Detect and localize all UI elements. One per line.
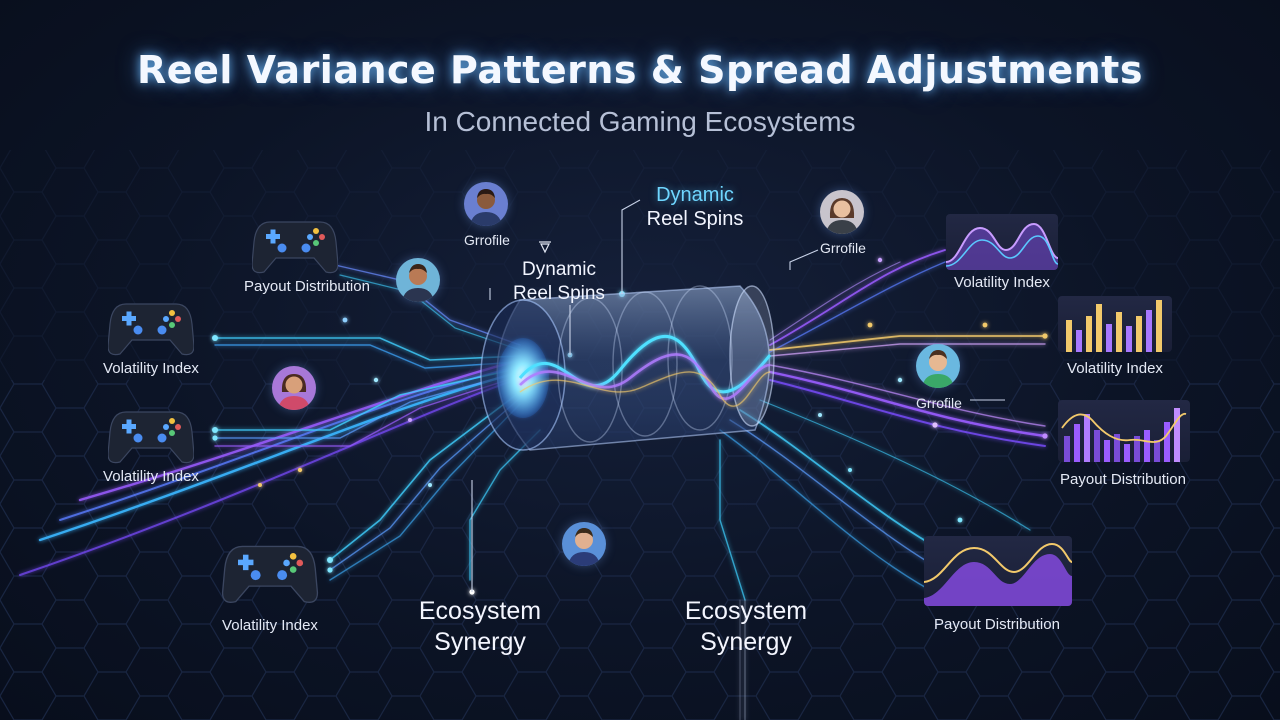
callout-top-line2: Reel Spins bbox=[646, 208, 744, 230]
bar-chart-icon bbox=[1058, 400, 1190, 462]
left-flow-lines bbox=[19, 264, 541, 581]
ecosystem-right-line1: Ecosystem bbox=[684, 597, 808, 625]
area-chart-icon bbox=[946, 214, 1058, 270]
triangle-marker-icon bbox=[540, 243, 550, 254]
callout-top-line1: Dynamic bbox=[656, 184, 734, 206]
avatar-icon bbox=[396, 258, 440, 302]
callout-ecosystem-synergy-right: Ecosystem Synergy bbox=[656, 596, 836, 658]
node-label-volatility-index: Volatility Index bbox=[103, 468, 199, 485]
ecosystem-left-line1: Ecosystem bbox=[418, 597, 542, 625]
gamepad-icon bbox=[218, 542, 322, 611]
callout-ecosystem-synergy-left: Ecosystem Synergy bbox=[390, 596, 570, 658]
callout-dynamic-reel-spins-top: Dynamic Reel Spins bbox=[630, 183, 760, 231]
ecosystem-left-line2: Synergy bbox=[434, 628, 526, 656]
node-label-volatility-index: Volatility Index bbox=[1067, 360, 1163, 377]
avatar-icon bbox=[820, 190, 864, 234]
node-label-payout-distribution: Payout Distribution bbox=[1060, 471, 1186, 488]
callout-mid-line1: Dynamic bbox=[522, 259, 596, 280]
right-flow-lines bbox=[719, 249, 1047, 720]
gamepad-icon bbox=[107, 408, 195, 471]
reel-cylinder-icon bbox=[480, 285, 775, 451]
node-label-volatility-index: Volatility Index bbox=[954, 274, 1050, 291]
page-subtitle: In Connected Gaming Ecosystems bbox=[424, 106, 856, 137]
page-title: Reel Variance Patterns & Spread Adjustme… bbox=[137, 48, 1143, 92]
gamepad-icon bbox=[251, 218, 339, 281]
gamepad-icon bbox=[107, 300, 195, 363]
avatar-icon bbox=[916, 344, 960, 388]
profile-label: Grrofile bbox=[916, 395, 962, 411]
node-label-payout-distribution: Payout Distribution bbox=[244, 278, 370, 295]
bar-chart-icon bbox=[1058, 296, 1172, 352]
ecosystem-right-line2: Synergy bbox=[700, 628, 792, 656]
avatar-icon bbox=[464, 182, 508, 226]
node-label-payout-distribution: Payout Distribution bbox=[934, 616, 1060, 633]
avatar-icon bbox=[562, 522, 606, 566]
area-chart-icon bbox=[924, 536, 1072, 606]
callout-lines bbox=[471, 199, 1005, 592]
callout-mid-line2: Reel Spins bbox=[513, 283, 605, 304]
node-label-volatility-index: Volatility Index bbox=[103, 360, 199, 377]
node-label-volatility-index: Volatility Index bbox=[222, 617, 318, 634]
avatar-icon bbox=[272, 366, 316, 410]
profile-label: Grrofile bbox=[820, 240, 866, 256]
profile-label: Grrofile bbox=[464, 232, 510, 248]
callout-dynamic-reel-spins-mid: Dynamic Reel Spins bbox=[494, 258, 624, 306]
